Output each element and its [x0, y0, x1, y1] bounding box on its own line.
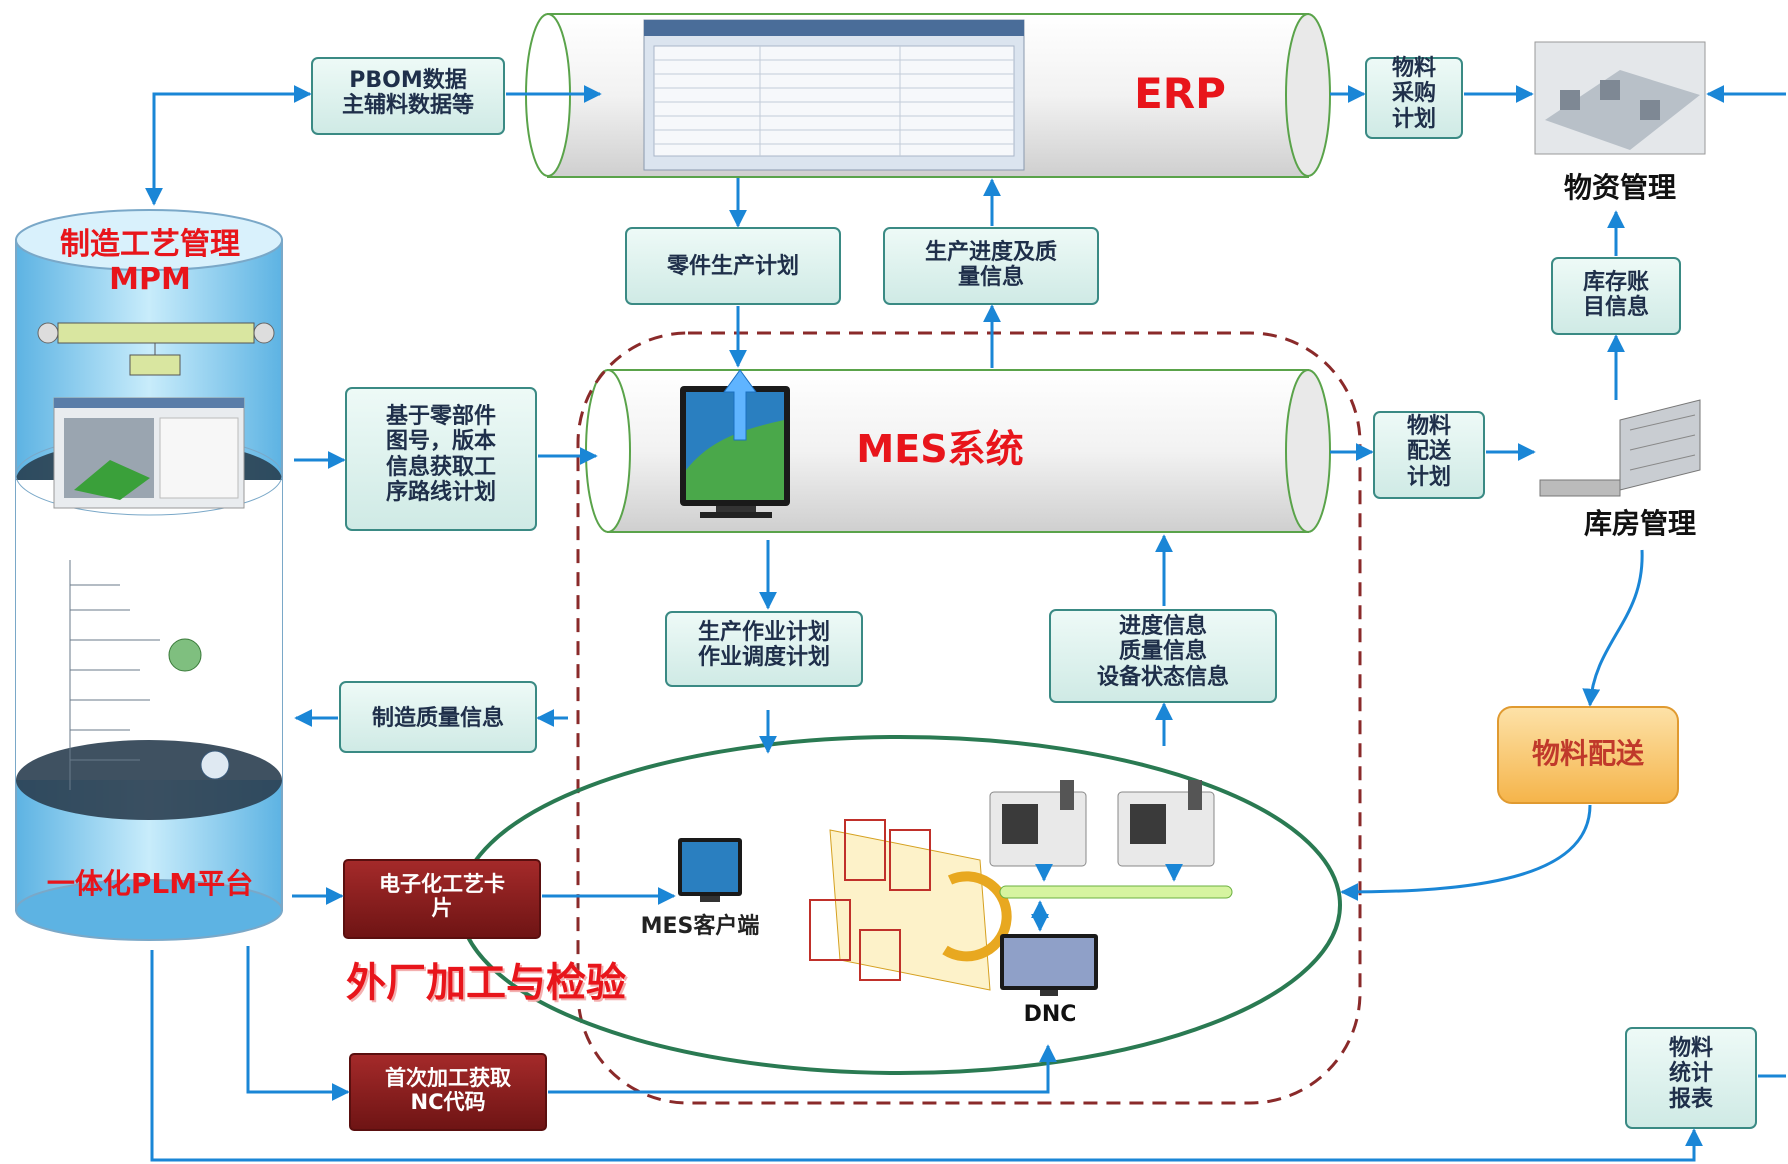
- arrow-plm-report: [150, 950, 1703, 1162]
- route-plan-text: 基于零部件 图号，版本 信息获取工 序路线计划: [385, 404, 496, 505]
- work-plan-text: 生产作业计划 作业调度计划: [697, 620, 830, 671]
- erp-cylinder: [525, 13, 1331, 178]
- pbom-text: PBOM数据 主辅料数据等: [341, 68, 474, 119]
- cnc-machine-icon-2: [1117, 780, 1215, 867]
- mfg-quality-text: 制造质量信息: [371, 706, 504, 731]
- material-delivery-label: 物料配送: [1531, 737, 1644, 770]
- tree-thumbnail: [69, 560, 230, 790]
- nc-code-text: 首次加工获取 NC代码: [385, 1066, 511, 1115]
- mpm-title: 制造工艺管理 MPM: [60, 227, 240, 297]
- arrow-warehouse-box: [1582, 549, 1644, 707]
- mes-label: MES系统: [856, 427, 1024, 471]
- status-info-text: 进度信息 质量信息 设备状态信息: [1096, 614, 1229, 690]
- scroll-inventory-info: [1551, 257, 1681, 335]
- card-shapes: [343, 859, 547, 1131]
- arrow-box-shopfloor: [1340, 804, 1592, 901]
- monitor-icon: [680, 369, 790, 518]
- mes-client-label: MES客户端: [640, 914, 760, 939]
- stat-report-text: 物料 统计 报表: [1668, 1036, 1713, 1112]
- scroll-part-plan: [625, 227, 841, 305]
- scroll-stat-report: [1625, 1027, 1757, 1129]
- scroll-delivery-plan: [1373, 411, 1485, 499]
- mes-cylinder: [585, 369, 1331, 533]
- dnc-computer-icon: [1000, 934, 1098, 996]
- cnc-machine-icon-1: [989, 780, 1087, 867]
- dnc-label: DNC: [1023, 1002, 1077, 1027]
- factory-layout-icon: [809, 819, 1012, 991]
- scroll-shapes: [311, 57, 1757, 1129]
- scroll-route-plan: [345, 387, 537, 531]
- outsource-label: 外厂加工与检验: [346, 960, 626, 1006]
- card-nc-code: [349, 1053, 547, 1131]
- scroll-mfg-quality: [339, 681, 537, 753]
- mes-client-monitor-icon: [678, 838, 742, 902]
- arrow-plm-nc: [246, 946, 350, 1101]
- cad-thumbnail: [53, 397, 245, 509]
- scroll-progress-quality: [883, 227, 1099, 305]
- delivery-plan-text: 物料 配送 计划: [1406, 414, 1451, 490]
- progress-quality-text: 生产进度及质 量信息: [924, 240, 1057, 291]
- workflow-thumbnail: [37, 322, 275, 376]
- scroll-purchase-plan: [1365, 57, 1463, 139]
- purchase-plan-text: 物料 采购 计划: [1391, 56, 1436, 132]
- shelf-storage-icon: [1539, 399, 1701, 497]
- card-e-process: [343, 859, 541, 939]
- material-delivery-box: [1497, 706, 1679, 804]
- connector-arrows: [145, 85, 1786, 1162]
- scroll-pbom: [311, 57, 505, 135]
- material-mgmt-label: 物资管理: [1563, 171, 1676, 204]
- part-plan-text: 零件生产计划: [666, 254, 799, 279]
- plm-cylinder: [15, 209, 283, 941]
- arrow-nc-dnc: [548, 1044, 1057, 1094]
- scroll-work-plan: [665, 611, 863, 687]
- mes-boundary: [576, 331, 1362, 1105]
- arrow-plm-pbom: [145, 85, 312, 206]
- network-bus: [999, 885, 1233, 899]
- inventory-info-text: 库存账 目信息: [1582, 270, 1649, 321]
- erp-label: ERP: [1134, 69, 1226, 118]
- warehouse-3d-icon: [1534, 41, 1706, 155]
- warehouse-mgmt-label: 库房管理: [1583, 507, 1696, 540]
- e-process-card-text: 电子化工艺卡 片: [379, 872, 505, 921]
- plm-platform-label: 一体化PLM平台: [46, 867, 254, 900]
- scroll-status-info: [1049, 609, 1277, 703]
